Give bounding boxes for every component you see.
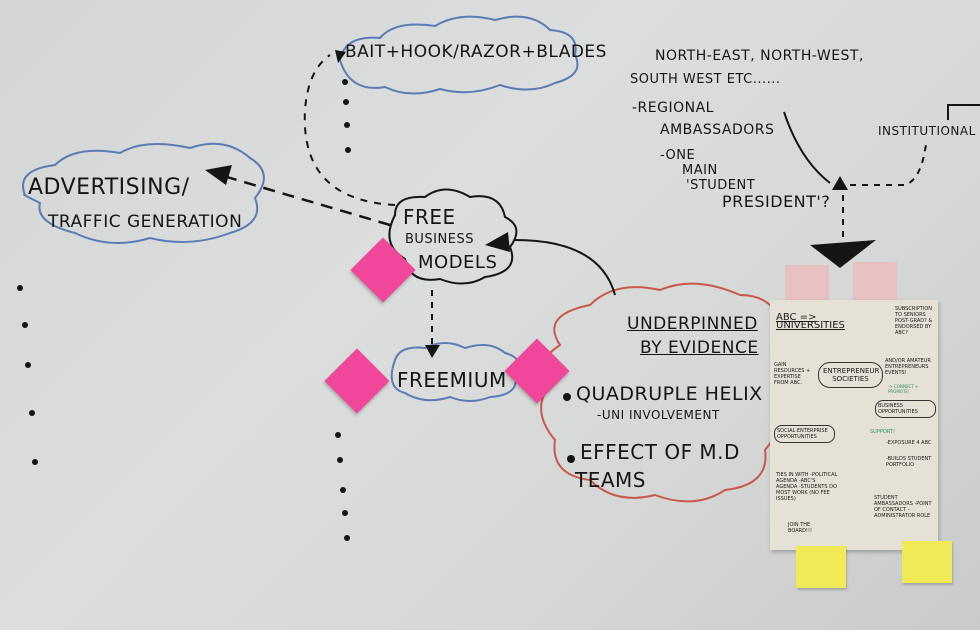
poster-ties: TIES IN WITH -POLITICAL AGENDA -ABC'S AG… bbox=[776, 472, 838, 502]
advertising-cloud bbox=[22, 142, 265, 244]
main-label: MAIN bbox=[682, 163, 718, 178]
poster-header: ABC => UNIVERSITIES bbox=[776, 312, 845, 331]
bait-cloud bbox=[338, 15, 579, 95]
poster-business: BUSINESS OPPORTUNITIES bbox=[875, 400, 936, 418]
bullet-icon bbox=[567, 455, 575, 463]
evidence-bullet-1: QUADRUPLE HELIX bbox=[576, 383, 763, 405]
evidence-bullet-2b: TEAMS bbox=[575, 468, 646, 492]
poster-subscription: SUBSCRIPTION TO SENIORS POST-GRAD? & END… bbox=[895, 306, 933, 336]
poster-resources: GAIN RESOURCES + EXPERTISE FROM ABC. bbox=[774, 362, 811, 386]
poster-societies: ENTREPRENEUR SOCIETIES bbox=[818, 362, 883, 388]
yellow-sticky-note bbox=[902, 541, 952, 583]
bullet-icon bbox=[563, 393, 571, 401]
free-label: FREE bbox=[403, 205, 456, 229]
regional-label: -REGIONAL bbox=[632, 100, 714, 116]
poster-social: SOCIAL ENTERPRISE OPPORTUNITIES bbox=[774, 425, 835, 443]
traffic-generation-label: TRAFFIC GENERATION bbox=[48, 212, 243, 232]
poster-exposure: -EXPOSURE 4 ABC bbox=[886, 440, 932, 446]
poster-builds: -BUILDS STUDENT PORTFOLIO bbox=[886, 456, 932, 468]
poster-support: SUPPORT! bbox=[870, 429, 895, 435]
ambassadors-label: AMBASSADORS bbox=[660, 122, 775, 138]
institutional-label: INSTITUTIONAL bbox=[878, 124, 976, 138]
pale-sticky-note bbox=[853, 262, 897, 306]
advertising-label: ADVERTISING/ bbox=[28, 175, 190, 200]
poster-join: JOIN THE BOARD!!! bbox=[788, 522, 812, 534]
bait-hook-label: BAIT+HOOK/RAZOR+BLADES bbox=[345, 42, 607, 62]
evidence-sub-1: -UNI INVOLVEMENT bbox=[597, 408, 720, 422]
regions-line-2: SOUTH WEST ETC...... bbox=[630, 72, 781, 87]
poster-ambassadors: STUDENT AMBASSADORS -POINT OF CONTACT -A… bbox=[874, 495, 932, 519]
models-label: MODELS bbox=[418, 252, 498, 273]
evidence-title-2: BY EVIDENCE bbox=[640, 338, 759, 358]
freemium-label: FREEMIUM bbox=[397, 368, 507, 392]
evidence-title-1: UNDERPINNED bbox=[627, 314, 758, 334]
business-label: BUSINESS bbox=[405, 232, 474, 247]
student-label: 'STUDENT bbox=[686, 178, 756, 193]
evidence-cloud bbox=[540, 282, 785, 503]
president-label: PRESIDENT'? bbox=[722, 192, 831, 211]
evidence-bullet-2: EFFECT OF M.D bbox=[580, 440, 740, 464]
yellow-sticky-note bbox=[796, 546, 846, 588]
poster-events: AND/OR AMATEUR ENTREPRENEURS EVENTS! bbox=[885, 358, 931, 376]
poster-connect: -> CONNECT + PROMOTE! bbox=[888, 384, 919, 394]
poster-sheet: ABC => UNIVERSITIES SUBSCRIPTION TO SENI… bbox=[770, 300, 938, 550]
regions-line-1: NORTH-EAST, NORTH-WEST, bbox=[655, 48, 864, 64]
one-label: -ONE bbox=[660, 148, 696, 163]
